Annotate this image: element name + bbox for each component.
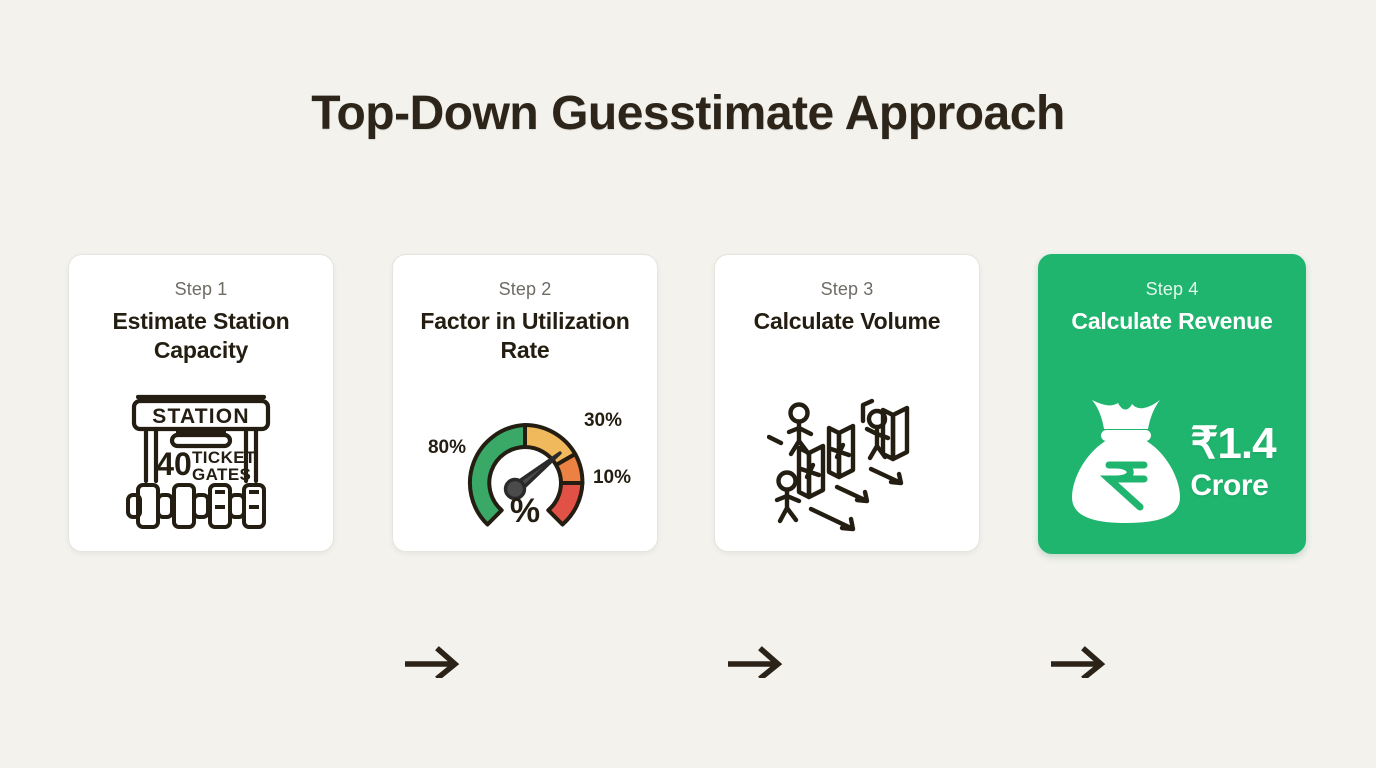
step-card-3[interactable]: Step 3 Calculate Volume bbox=[714, 254, 980, 552]
step-1-label: Step 1 bbox=[174, 279, 228, 299]
gauge-label-10: 10% bbox=[593, 467, 631, 488]
step-3-label: Step 3 bbox=[820, 279, 874, 299]
step-2-label: Step 2 bbox=[498, 279, 552, 299]
step-4-title: Calculate Revenue bbox=[1071, 308, 1273, 334]
station-ticket-gates-icon: STATION 40 TICKET GATES bbox=[126, 394, 271, 529]
turnstile-row bbox=[126, 483, 266, 529]
step-4-label: Step 4 bbox=[1145, 279, 1199, 299]
revenue-row: ₹1.4 Crore bbox=[1068, 395, 1277, 527]
step-card-1[interactable]: Step 1 Estimate Station Capacity bbox=[68, 254, 334, 552]
gauge-label-30: 30% bbox=[584, 410, 622, 431]
gate-unit-line2: GATES bbox=[192, 465, 251, 484]
step-card-4[interactable]: Step 4 Calculate Revenue bbox=[1038, 254, 1306, 554]
revenue-text: ₹1.4 Crore bbox=[1190, 418, 1276, 502]
gate-count-text: 40 bbox=[156, 446, 192, 482]
step-1-title: Estimate Station Capacity bbox=[112, 308, 290, 364]
gauge-needle bbox=[503, 451, 562, 501]
step-4-icon-area: ₹1.4 Crore bbox=[1039, 381, 1305, 541]
gauge-meter-icon: % 80% 30% 10% bbox=[428, 410, 631, 530]
revenue-unit: Crore bbox=[1190, 468, 1269, 502]
page-title: Top-Down Guesstimate Approach bbox=[311, 87, 1065, 140]
gauge-percent-symbol: % bbox=[510, 492, 540, 530]
money-bag-rupee-icon bbox=[1072, 400, 1181, 523]
revenue-amount: ₹1.4 bbox=[1190, 418, 1276, 468]
arrow-step2-to-step3 bbox=[728, 646, 783, 678]
steps-row: Step 1 Estimate Station Capacity bbox=[68, 254, 1308, 678]
step-2-title: Factor in Utilization Rate bbox=[420, 308, 630, 364]
people-through-turnstiles-icon bbox=[767, 398, 910, 532]
gauge-label-80: 80% bbox=[428, 437, 466, 458]
arrow-step3-to-step4 bbox=[1051, 646, 1106, 678]
arrow-step1-to-step2 bbox=[405, 646, 460, 678]
step-card-2[interactable]: Step 2 Factor in Utilization Rate bbox=[392, 254, 658, 552]
step-3-icon-area bbox=[715, 381, 979, 541]
step-3-title: Calculate Volume bbox=[753, 308, 941, 334]
step-1-icon-area: STATION 40 TICKET GATES bbox=[69, 381, 333, 541]
gauge-segment-red bbox=[546, 481, 585, 527]
step-2-icon-area: % 80% 30% 10% bbox=[393, 381, 657, 541]
station-sign-text: STATION bbox=[152, 405, 249, 428]
gate-unit-line1: TICKET bbox=[192, 448, 256, 467]
